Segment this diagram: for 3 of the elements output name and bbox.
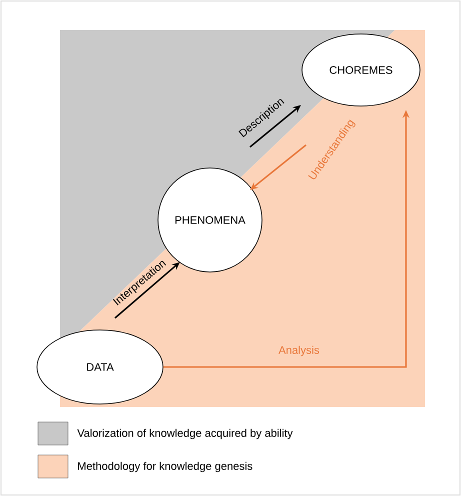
legend-label: Methodology for knowledge genesis xyxy=(78,462,252,472)
edge-label: Analysis xyxy=(278,346,320,356)
legend-label: Valorization of knowledge acquired by ability xyxy=(77,428,293,440)
